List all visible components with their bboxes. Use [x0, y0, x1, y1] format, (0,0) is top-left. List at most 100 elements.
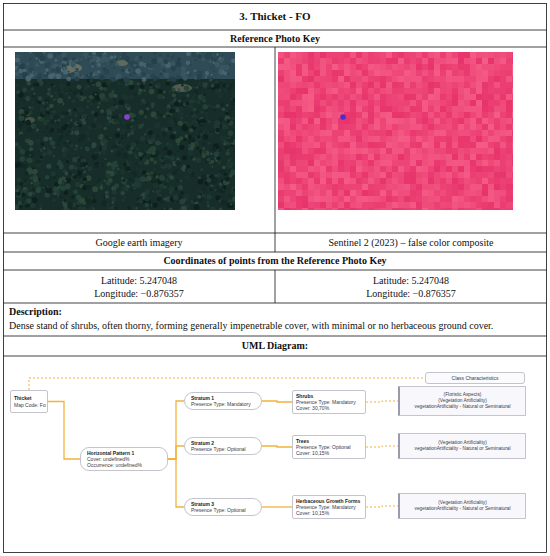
tree-crown — [216, 128, 220, 132]
tree-crown — [80, 117, 82, 119]
image-pixel — [278, 196, 284, 202]
image-pixel — [308, 184, 314, 190]
tree-crown — [64, 190, 69, 195]
image-pixel — [308, 196, 314, 202]
image-pixel — [278, 160, 284, 166]
tree-crown — [132, 149, 135, 152]
image-pixel — [314, 64, 320, 70]
tree-crown — [208, 104, 211, 107]
image-pixel — [326, 148, 332, 154]
image-pixel — [374, 106, 380, 112]
tree-crown — [116, 73, 122, 79]
tree-crown — [67, 121, 70, 124]
tree-crown — [125, 96, 129, 100]
tree-crown — [70, 61, 75, 66]
tree-crown — [183, 164, 186, 167]
tree-crown — [27, 164, 30, 167]
image-pixel — [338, 166, 344, 172]
tree-crown — [135, 167, 138, 170]
image-pixel — [290, 112, 296, 118]
tree-crown — [164, 197, 167, 200]
tree-crown — [56, 120, 60, 124]
image-pixel — [350, 100, 356, 106]
image-pixel — [356, 142, 362, 148]
tree-crown — [58, 160, 61, 163]
image-pixel — [290, 160, 296, 166]
image-pixel — [284, 148, 290, 154]
image-pixel — [284, 70, 290, 76]
tree-crown — [228, 203, 234, 209]
image-pixel — [338, 64, 344, 70]
tree-crown — [187, 165, 190, 168]
image-pixel — [362, 118, 368, 124]
tree-crown — [86, 185, 91, 190]
image-pixel — [362, 106, 368, 112]
tree-crown — [120, 79, 123, 82]
image-pixel — [338, 58, 344, 64]
tree-crown — [48, 137, 52, 141]
image-pixel — [326, 136, 332, 142]
image-pixel — [320, 178, 326, 184]
image-pixel — [344, 142, 350, 148]
tree-crown — [159, 54, 161, 56]
tree-crown — [222, 165, 226, 169]
image-pixel — [302, 130, 308, 136]
tree-crown — [29, 58, 32, 61]
tree-crown — [80, 75, 84, 79]
tree-crown — [180, 116, 183, 119]
tree-crown — [160, 114, 162, 116]
tree-crown — [121, 149, 123, 151]
image-pixel — [284, 172, 290, 178]
tree-crown — [15, 205, 19, 210]
image-pixel — [344, 136, 350, 142]
image-pixel — [302, 148, 308, 154]
tree-crown — [148, 144, 150, 146]
image-pixel — [356, 118, 362, 124]
tree-crown — [203, 104, 208, 109]
tree-crown — [72, 127, 75, 130]
image-pixel — [314, 130, 320, 136]
image-pixel — [308, 202, 314, 208]
image-pixel — [314, 142, 320, 148]
image-pixel — [362, 190, 368, 196]
image-pixel — [356, 76, 362, 82]
image-pixel — [332, 112, 338, 118]
image-pixel — [314, 76, 320, 82]
tree-crown — [210, 207, 216, 210]
image-pixel — [344, 64, 350, 70]
tree-crown — [138, 152, 142, 156]
tree-crown — [97, 63, 102, 68]
tree-crown — [160, 142, 162, 144]
tree-crown — [150, 158, 154, 162]
tree-crown — [107, 165, 112, 170]
tree-crown — [38, 96, 43, 101]
tree-crown — [104, 97, 109, 102]
tree-crown — [170, 105, 172, 107]
image-pixel — [362, 64, 368, 70]
tree-crown — [96, 81, 102, 87]
tree-crown — [32, 174, 37, 179]
image-pixel — [278, 154, 284, 160]
image-pixel — [326, 184, 332, 190]
image-pixel — [302, 208, 308, 210]
image-pixel — [338, 172, 344, 178]
tree-crown — [140, 176, 146, 182]
tree-crown — [39, 155, 44, 160]
tree-crown — [63, 52, 67, 56]
image-pixel — [344, 148, 350, 154]
tree-crown — [201, 119, 206, 124]
tree-crown — [51, 83, 54, 86]
image-pixel — [302, 82, 308, 88]
image-pixel — [374, 100, 380, 106]
tree-crown — [69, 165, 74, 170]
image-pixel — [290, 58, 296, 64]
tree-crown — [89, 102, 93, 106]
tree-crown — [220, 79, 223, 82]
image-pixel — [368, 64, 374, 70]
image-pixel — [308, 94, 314, 100]
tree-crown — [202, 82, 208, 88]
image-pixel — [278, 142, 284, 148]
tree-crown — [146, 63, 150, 67]
tree-crown — [73, 91, 77, 95]
tree-crown — [132, 184, 134, 186]
